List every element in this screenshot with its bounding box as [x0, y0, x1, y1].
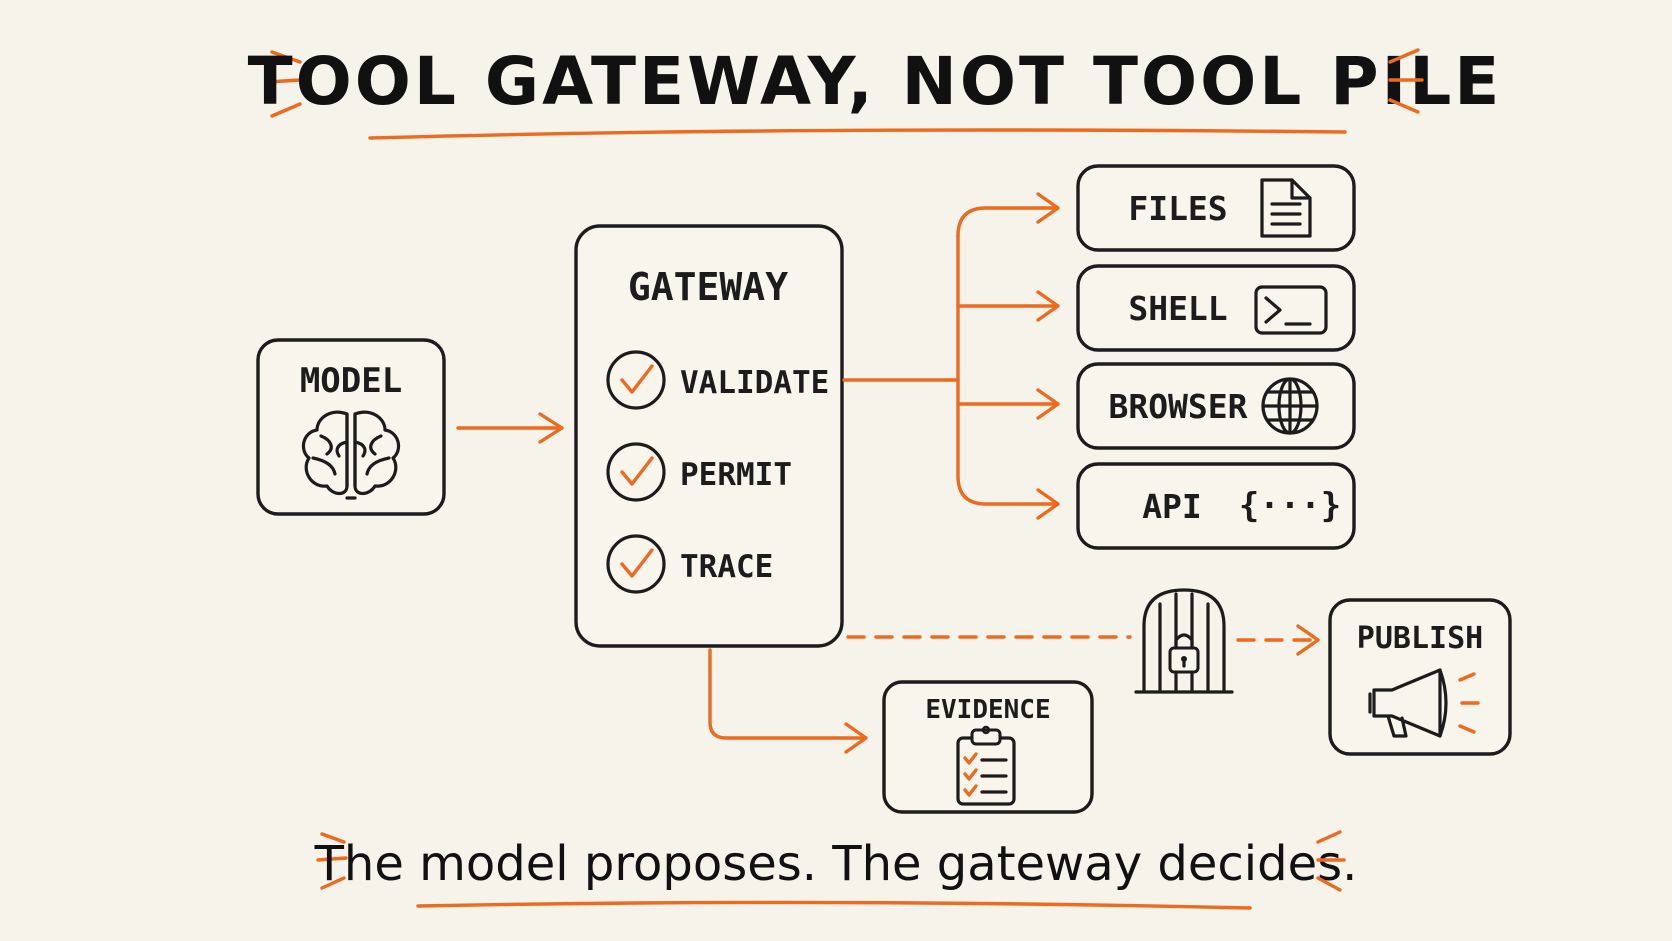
arrow-gateway-to-evidence	[708, 648, 868, 754]
braces-icon: {···}	[1239, 486, 1341, 526]
model-label: MODEL	[300, 361, 402, 401]
globe-icon	[1261, 377, 1319, 435]
terminal-icon	[1254, 285, 1328, 335]
tool-label-shell: SHELL	[1128, 289, 1227, 328]
tagline-sparks-left	[316, 832, 348, 890]
tool-label-files: FILES	[1128, 189, 1227, 228]
tagline: The model proposes. The gateway decides.	[314, 836, 1358, 892]
evidence-label: EVIDENCE	[925, 695, 1050, 725]
evidence-node: EVIDENCE	[882, 680, 1094, 814]
check-trace: TRACE	[606, 534, 773, 594]
check-icon	[620, 548, 654, 578]
file-icon	[1260, 178, 1312, 238]
title-sparks-right	[1388, 48, 1424, 114]
tool-browser: BROWSER	[1076, 362, 1356, 450]
tagline-sparks-right	[1316, 830, 1346, 892]
gateway-node: GATEWAY VALIDATE PERMIT TRACE	[574, 224, 844, 648]
tool-files: FILES	[1076, 164, 1356, 252]
arrow-gateway-to-publish	[846, 624, 1320, 656]
tool-label-api: API	[1142, 487, 1202, 526]
tool-label-browser: BROWSER	[1108, 387, 1247, 426]
arrow-model-to-gateway	[456, 412, 564, 444]
check-label-permit: PERMIT	[680, 457, 792, 493]
tagline-underline	[416, 900, 1252, 910]
check-validate: VALIDATE	[606, 350, 829, 410]
model-node: MODEL	[256, 338, 446, 516]
check-icon	[620, 456, 654, 486]
check-permit: PERMIT	[606, 442, 792, 502]
clipboard-checklist-icon	[956, 725, 1016, 806]
gateway-label: GATEWAY	[628, 265, 788, 309]
publish-node: PUBLISH	[1328, 598, 1512, 756]
title-underline	[368, 128, 1347, 140]
tool-shell: SHELL	[1076, 264, 1356, 352]
publish-label: PUBLISH	[1357, 621, 1483, 656]
page-title: TOOL GATEWAY, NOT TOOL PILE	[248, 43, 1503, 120]
megaphone-icon	[1368, 668, 1480, 738]
arrows-gateway-to-tools	[842, 192, 1060, 520]
check-label-validate: VALIDATE	[680, 365, 829, 401]
check-label-trace: TRACE	[680, 549, 773, 585]
title-sparks-left	[266, 50, 302, 118]
tool-api: API {···}	[1076, 462, 1356, 550]
brain-icon	[301, 410, 401, 500]
check-icon	[620, 364, 654, 394]
title-group: TOOL GATEWAY, NOT TOOL PILE	[248, 43, 1503, 140]
locked-gate-icon	[1134, 588, 1234, 694]
tagline-group: The model proposes. The gateway decides.	[314, 830, 1358, 910]
